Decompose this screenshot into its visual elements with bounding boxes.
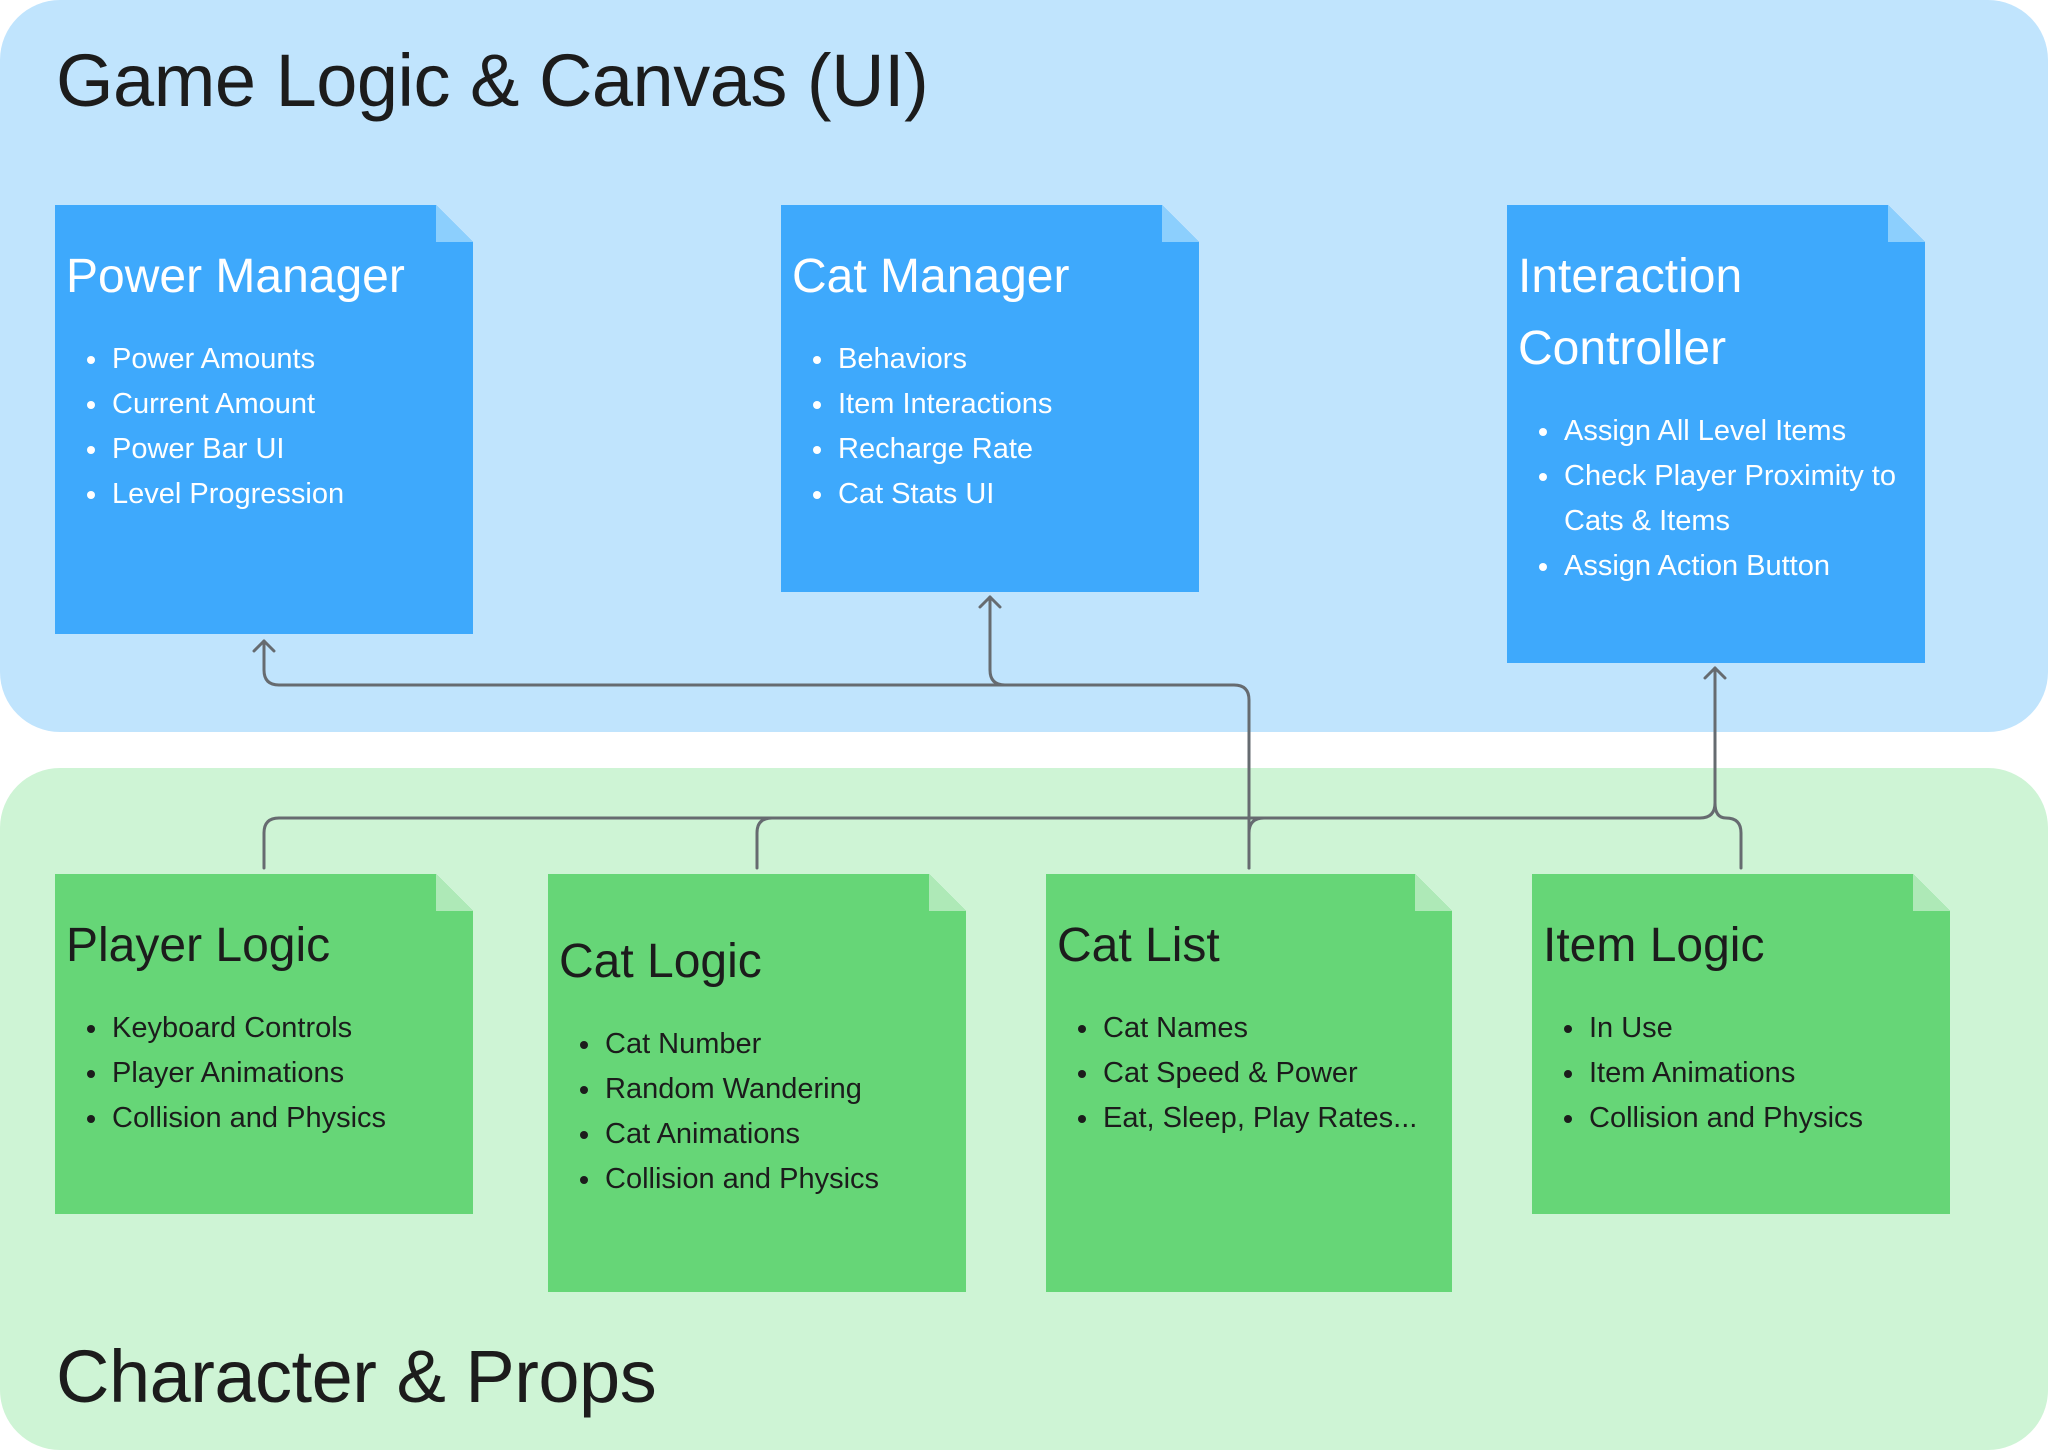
note-item-list: Cat Number Random Wandering Cat Animatio… xyxy=(559,1022,952,1202)
note-item-list: In Use Item Animations Collision and Phy… xyxy=(1543,1006,1936,1141)
group-title-game-logic: Game Logic & Canvas (UI) xyxy=(56,39,929,122)
list-item: Collision and Physics xyxy=(603,1157,952,1202)
note-title: Cat Logic xyxy=(559,935,762,988)
note-title: Interaction Controller xyxy=(1518,250,1743,375)
note-item-list: Keyboard Controls Player Animations Coll… xyxy=(66,1006,459,1141)
list-item: Cat Names xyxy=(1101,1006,1438,1051)
list-item: Player Animations xyxy=(110,1051,459,1096)
list-item: Random Wandering xyxy=(603,1067,952,1112)
list-item: Level Progression xyxy=(110,472,459,517)
note-item-list: Assign All Level Items Check Player Prox… xyxy=(1518,409,1911,589)
note-title: Player Logic xyxy=(66,919,331,972)
list-item: Eat, Sleep, Play Rates... xyxy=(1101,1096,1438,1141)
note-title: Cat List xyxy=(1057,919,1220,972)
connector-cat-logic-stem xyxy=(755,816,774,870)
note-title: Cat Manager xyxy=(792,250,1070,303)
note-item-list: Cat Names Cat Speed & Power Eat, Sleep, … xyxy=(1057,1006,1438,1141)
arrowhead-cat-manager xyxy=(978,595,1002,609)
list-item: In Use xyxy=(1587,1006,1936,1051)
note-item-list: Power Amounts Current Amount Power Bar U… xyxy=(66,337,459,517)
note-cat-logic: Cat Logic Cat Number Random Wandering Ca… xyxy=(548,874,966,1292)
connector-to-cat-manager xyxy=(988,595,1007,687)
note-player-logic: Player Logic Keyboard Controls Player An… xyxy=(55,874,473,1214)
list-item: Cat Animations xyxy=(603,1112,952,1157)
list-item: Item Interactions xyxy=(836,382,1185,427)
arrowhead-power-manager xyxy=(252,639,276,653)
group-title-character-props: Character & Props xyxy=(56,1335,657,1418)
list-item: Behaviors xyxy=(836,337,1185,382)
list-item: Collision and Physics xyxy=(110,1096,459,1141)
list-item: Cat Number xyxy=(603,1022,952,1067)
list-item: Collision and Physics xyxy=(1587,1096,1936,1141)
note-title: Power Manager xyxy=(66,250,405,303)
list-item: Power Amounts xyxy=(110,337,459,382)
list-item: Check Player Proximity to Cats & Items xyxy=(1562,454,1911,544)
list-item: Power Bar UI xyxy=(110,427,459,472)
connector-cat-list-to-top xyxy=(262,639,1251,870)
arrowhead-interaction-controller xyxy=(1703,666,1727,680)
connector-cat-list-stem xyxy=(1247,816,1266,870)
list-item: Keyboard Controls xyxy=(110,1006,459,1051)
list-item: Assign Action Button xyxy=(1562,544,1911,589)
note-cat-manager: Cat Manager Behaviors Item Interactions … xyxy=(781,205,1199,592)
connector-bottom-bus xyxy=(262,801,1717,870)
list-item: Assign All Level Items xyxy=(1562,409,1911,454)
note-cat-list: Cat List Cat Names Cat Speed & Power Eat… xyxy=(1046,874,1452,1292)
connector-item-logic-stem xyxy=(1713,801,1743,870)
note-item-logic: Item Logic In Use Item Animations Collis… xyxy=(1532,874,1950,1214)
note-interaction-controller: Interaction Controller Assign All Level … xyxy=(1507,205,1925,663)
list-item: Cat Stats UI xyxy=(836,472,1185,517)
note-power-manager: Power Manager Power Amounts Current Amou… xyxy=(55,205,473,634)
note-item-list: Behaviors Item Interactions Recharge Rat… xyxy=(792,337,1185,517)
note-title: Item Logic xyxy=(1543,919,1765,972)
list-item: Cat Speed & Power xyxy=(1101,1051,1438,1096)
list-item: Item Animations xyxy=(1587,1051,1936,1096)
list-item: Current Amount xyxy=(110,382,459,427)
list-item: Recharge Rate xyxy=(836,427,1185,472)
